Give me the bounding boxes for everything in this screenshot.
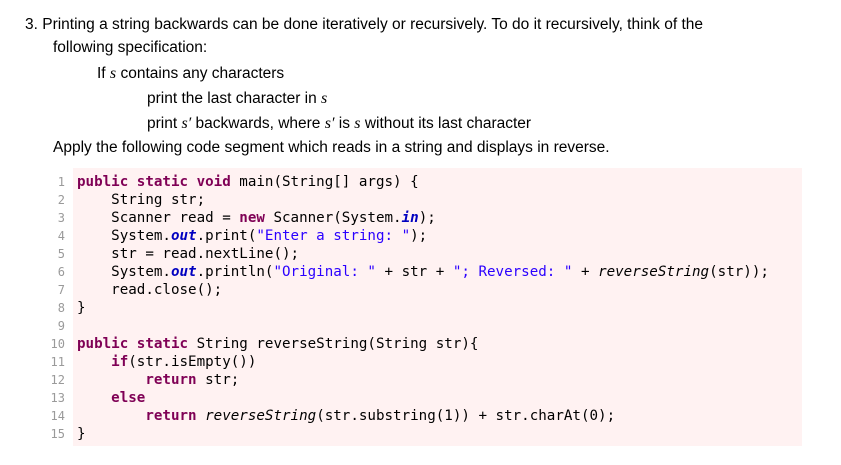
code-token: .print(	[196, 228, 257, 244]
indent	[77, 390, 111, 406]
string-literal: "Enter a string: "	[256, 228, 411, 244]
indent	[77, 210, 111, 226]
line-number: 15	[50, 427, 65, 441]
code-token: );	[418, 210, 436, 226]
code-text: Scanner read = new Scanner(System.in);	[77, 209, 436, 227]
string-literal: "; Reversed: "	[452, 264, 573, 280]
variable-s: s	[321, 90, 328, 107]
keyword: public static	[77, 336, 189, 352]
line-number: 7	[57, 283, 65, 297]
indent	[77, 372, 145, 388]
code-token: read.close();	[111, 282, 223, 298]
static-field: out	[170, 264, 197, 280]
code-token: (str.isEmpty())	[128, 354, 257, 370]
code-text: return str;	[77, 371, 239, 389]
spec-text: print the last character in	[147, 90, 322, 107]
string-literal: "Original: "	[273, 264, 376, 280]
keyword: new	[239, 210, 265, 226]
spec-text: contains any characters	[116, 65, 285, 82]
code-token: str = read.nextLine();	[111, 246, 300, 262]
keyword: return	[145, 408, 197, 424]
keyword: public static void	[77, 174, 231, 190]
code-block: 1 public static void main(String[] args) …	[43, 168, 802, 446]
code-token: System.	[111, 228, 171, 244]
code-text: str = read.nextLine();	[77, 245, 299, 263]
static-field: in	[401, 210, 419, 226]
line-number: 12	[50, 373, 65, 387]
question-line-2: following specification:	[53, 39, 208, 56]
code-text: System.out.print("Enter a string: ");	[77, 227, 427, 245]
indent	[77, 264, 111, 280]
indent	[77, 282, 111, 298]
indent	[77, 354, 111, 370]
code-token: }	[77, 426, 86, 442]
code-token: main(String[] args) {	[230, 174, 419, 190]
line-number: 4	[57, 229, 65, 243]
line-number-gutter	[43, 168, 73, 446]
code-token: (str.substring(1)) + str.charAt(0);	[316, 408, 616, 424]
code-token: );	[410, 228, 428, 244]
code-text: return reverseString(str.substring(1)) +…	[77, 407, 615, 425]
spec-text: print	[147, 115, 182, 132]
code-token: Scanner(System.	[264, 210, 402, 226]
variable-s-prime: s′	[324, 115, 335, 132]
code-token: String str;	[111, 192, 206, 208]
keyword: return	[145, 372, 197, 388]
variable-s: s	[109, 65, 117, 82]
spec-step-2: print s′ backwards, where s′ is s withou…	[147, 114, 531, 134]
spec-step-1: print the last character in s	[147, 89, 327, 109]
line-number: 1	[57, 175, 65, 189]
code-token: System.	[111, 264, 171, 280]
question-line-1: 3. Printing a string backwards can be do…	[25, 16, 704, 33]
question-line-6: Apply the following code segment which r…	[53, 139, 610, 156]
code-text: }	[77, 299, 86, 317]
static-method-call: reverseString	[598, 264, 710, 280]
line-number: 2	[57, 193, 65, 207]
code-text: else	[77, 389, 145, 407]
code-token	[197, 408, 206, 424]
code-token: + str +	[375, 264, 453, 280]
keyword: if	[111, 354, 129, 370]
code-token: +	[572, 264, 599, 280]
code-token: (str));	[709, 264, 769, 280]
code-text: read.close();	[77, 281, 222, 299]
code-text: if(str.isEmpty())	[77, 353, 256, 371]
code-text: System.out.println("Original: " + str + …	[77, 263, 769, 281]
code-text: }	[77, 425, 86, 443]
code-text: String str;	[77, 191, 205, 209]
line-number: 6	[57, 265, 65, 279]
spec-text: without its last character	[360, 115, 532, 132]
line-number: 3	[57, 211, 65, 225]
code-text: public static void main(String[] args) {	[77, 173, 419, 191]
static-field: out	[170, 228, 197, 244]
line-number: 13	[50, 391, 65, 405]
line-number: 9	[57, 319, 65, 333]
code-token: str;	[196, 372, 240, 388]
line-number: 11	[50, 355, 65, 369]
indent	[77, 246, 111, 262]
indent	[77, 192, 111, 208]
spec-text: If	[97, 65, 110, 82]
spec-condition: If s contains any characters	[97, 64, 284, 84]
line-number: 8	[57, 301, 65, 315]
line-number: 10	[50, 337, 65, 351]
spec-text: backwards, where	[191, 115, 325, 132]
spec-text: is	[334, 115, 355, 132]
variable-s: s	[354, 115, 361, 132]
code-token: Scanner read =	[111, 210, 240, 226]
code-text: public static String reverseString(Strin…	[77, 335, 478, 353]
code-token: .println(	[196, 264, 274, 280]
static-method-call: reverseString	[205, 408, 317, 424]
code-token: String reverseString(String str){	[188, 336, 479, 352]
variable-s-prime: s′	[181, 115, 192, 132]
code-token: }	[77, 300, 86, 316]
indent	[77, 228, 111, 244]
line-number: 14	[50, 409, 65, 423]
line-number: 5	[57, 247, 65, 261]
indent	[77, 408, 145, 424]
keyword: else	[111, 390, 146, 406]
